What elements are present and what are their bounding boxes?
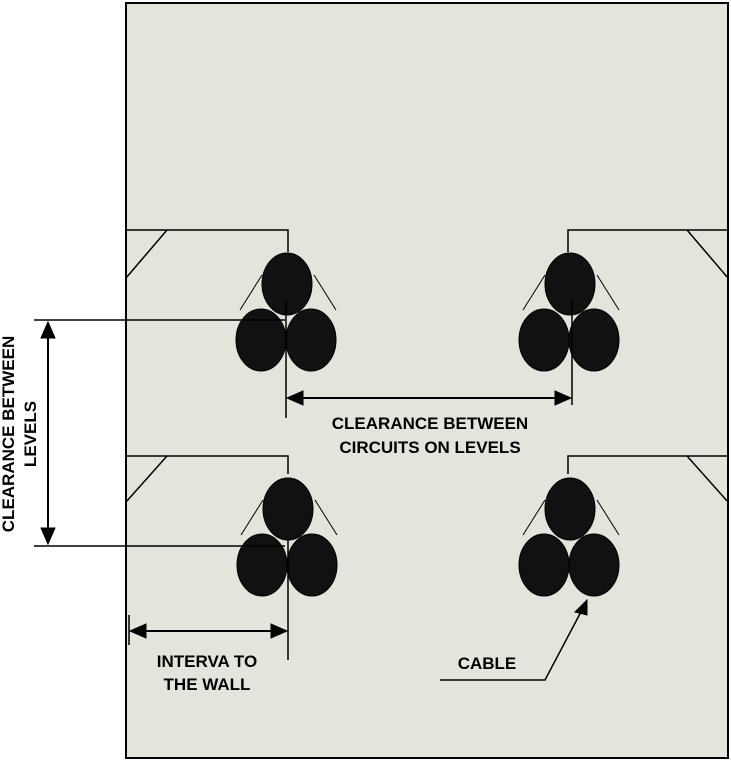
dimension-clearance-levels [40, 320, 56, 546]
cable-leader [440, 598, 588, 681]
dimension-clearance-circuits [285, 390, 573, 406]
label-clearance-circuits-line2: CIRCUITS ON LEVELS [339, 438, 520, 457]
label-clearance-levels: CLEARANCE BETWEEN LEVELS [0, 336, 40, 532]
shelf-lower-right [567, 455, 729, 503]
shelf-upper-left [125, 229, 289, 279]
label-clearance-levels-line1: CLEARANCE BETWEEN [0, 336, 18, 532]
cable-trefoil-upper-left [235, 252, 337, 372]
label-cable: CABLE [458, 654, 517, 673]
label-interval-line2: THE WALL [164, 675, 251, 694]
dimension-interval-wall [128, 623, 289, 639]
cable-trefoil-lower-right [518, 477, 620, 597]
label-clearance-levels-line2: LEVELS [21, 401, 40, 467]
extension-lines [34, 300, 573, 660]
cable-trefoil-lower-left [236, 477, 338, 597]
label-clearance-circuits-line1: CLEARANCE BETWEEN [332, 414, 528, 433]
cable-trefoil-upper-right [518, 252, 620, 372]
tunnel-wall [125, 2, 729, 759]
label-interval-line1: INTERVA TO [157, 652, 257, 671]
shelf-upper-right [567, 229, 729, 279]
shelf-lower-left [125, 455, 289, 503]
